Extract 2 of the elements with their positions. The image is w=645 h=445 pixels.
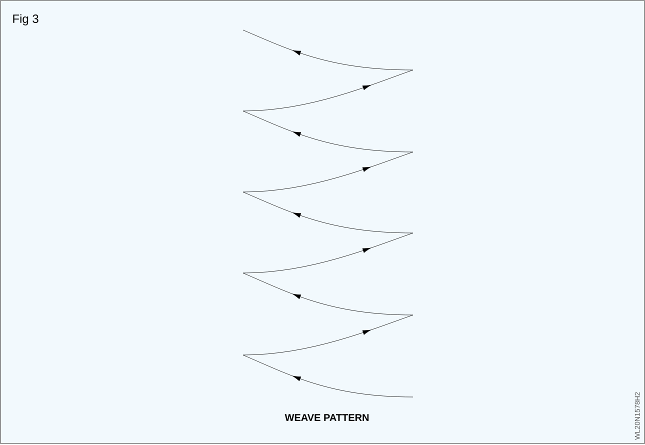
figure-title: Fig 3 <box>13 14 38 26</box>
caption: WEAVE PATTERN <box>284 414 369 421</box>
